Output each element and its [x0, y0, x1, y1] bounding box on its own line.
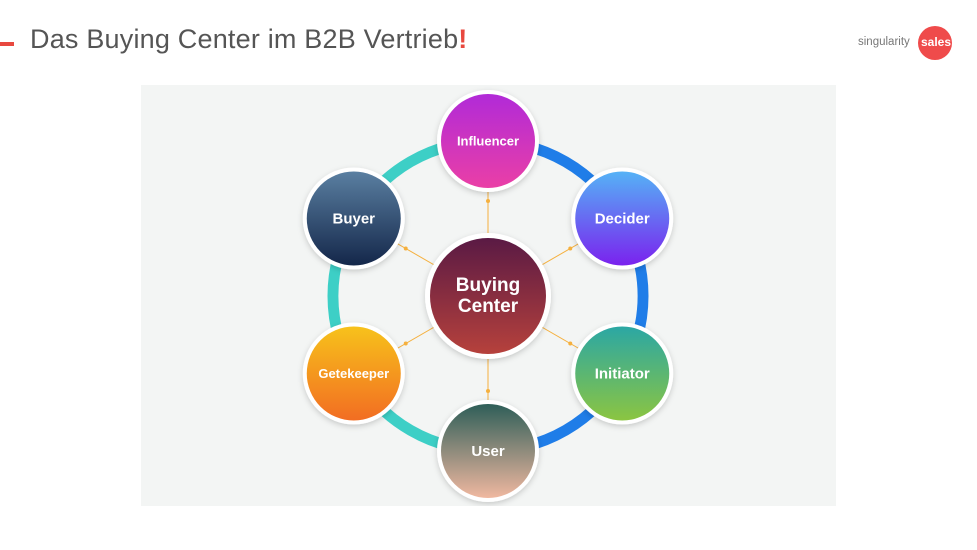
logo-wordmark: singularity [858, 36, 910, 48]
center-node-label-line2: Center [458, 296, 519, 317]
connector-dot [486, 199, 490, 203]
role-node [306, 171, 401, 266]
center-node-label-line1: Buying [456, 275, 520, 296]
role-node-label: User [471, 443, 505, 460]
role-node [575, 171, 670, 266]
singularity-sales-logo: singularity sales [858, 26, 968, 60]
role-node [306, 326, 401, 421]
role-node [575, 326, 670, 421]
logo-badge-circle [918, 26, 952, 60]
title-accent-bar [0, 42, 14, 46]
role-node [441, 404, 535, 498]
role-node-label: Decider [595, 210, 650, 227]
logo-badge-text: sales [920, 35, 952, 49]
connector-dot [403, 341, 408, 346]
role-node-label: Influencer [457, 133, 519, 148]
slide-title-text: Das Buying Center im B2B Vertrieb [30, 24, 459, 54]
connector-dot [568, 246, 573, 251]
role-node-label: Getekeeper [318, 366, 389, 381]
role-node-label: Initiator [595, 365, 650, 382]
slide-title: Das Buying Center im B2B Vertrieb! [30, 24, 468, 55]
role-node [441, 94, 535, 188]
connector-dot [568, 341, 573, 346]
title-exclamation: ! [458, 24, 468, 54]
connector-dot [403, 246, 408, 251]
connector-dot [486, 389, 490, 393]
center-node [430, 238, 546, 354]
role-node-label: Buyer [333, 210, 376, 227]
